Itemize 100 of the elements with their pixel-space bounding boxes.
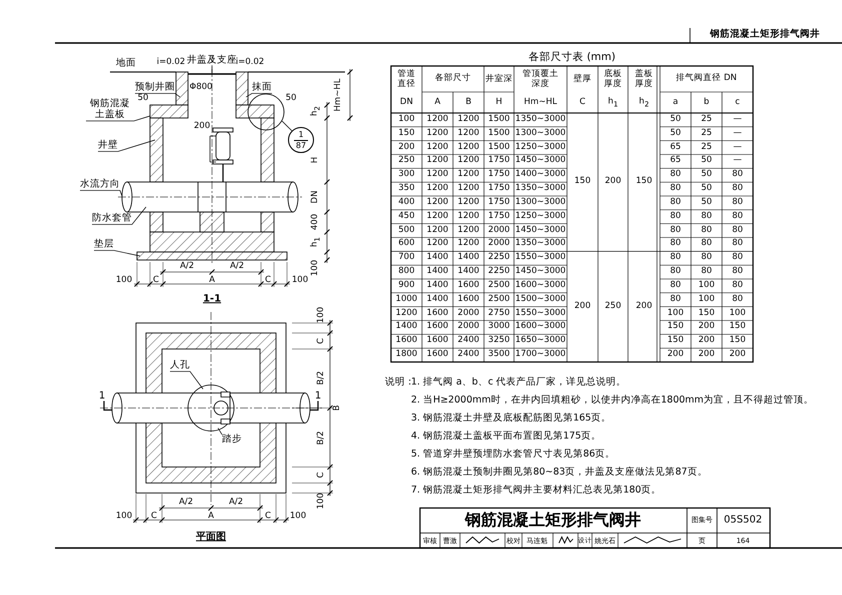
table-value: 2000: [458, 308, 480, 318]
column-header: c: [735, 98, 740, 108]
dimension-label: 100: [317, 492, 327, 510]
table-value: 1750: [488, 170, 510, 180]
table-value: 700: [398, 253, 415, 264]
table-value: 1200: [426, 128, 448, 139]
table-value: 1200: [426, 184, 448, 194]
table-value: 200: [729, 350, 746, 360]
table-value: 200: [398, 142, 415, 152]
dimension-label: 100: [311, 260, 321, 276]
table-value: 1400: [426, 294, 448, 305]
table-value: 1500: [488, 128, 510, 139]
table-value: 1400: [426, 267, 448, 277]
table-value: 80: [701, 267, 712, 277]
table-value: 2750: [488, 308, 510, 318]
table-value: 1200: [458, 212, 480, 222]
table-value: 1200: [426, 198, 448, 208]
table-value: 1200: [426, 115, 448, 125]
note-text: 1. 排气阀 a、b、c 代表产品厂家，详见总说明。: [411, 378, 626, 388]
table-value: 150: [729, 322, 746, 332]
table-value: 1600: [458, 281, 480, 291]
table-value: 80: [670, 212, 681, 222]
table-value: 80: [732, 281, 743, 291]
dimension-label: 50: [138, 94, 148, 104]
leader-line: [86, 116, 150, 122]
atlas-number: 05S502: [724, 514, 762, 526]
table-value: 100: [729, 308, 746, 318]
table-value: 600: [398, 240, 415, 250]
table-value: 80: [701, 253, 712, 264]
table-value: 80: [670, 294, 681, 305]
detail-number: 1: [297, 130, 305, 140]
dimension-label: A/2: [178, 498, 194, 508]
leader-line: [92, 206, 146, 225]
column-header: A: [434, 98, 440, 108]
table-value: 1600~3000: [515, 322, 566, 332]
table-value: 80: [732, 226, 743, 236]
table-value: 65: [670, 142, 681, 152]
table-value: 1200: [426, 226, 448, 236]
note-text: 5. 管道穿井壁预埋防水套管尺寸表见第86页。: [411, 450, 616, 460]
column-header: 各部尺寸: [434, 74, 472, 84]
callout-label: 钢筋混凝土盖板: [86, 99, 134, 121]
column-header: C: [580, 98, 586, 108]
callout-label: 抹面: [252, 82, 272, 94]
table-value: 1400: [458, 253, 480, 264]
table-value: 2500: [488, 281, 510, 291]
table-value: 100: [698, 281, 715, 291]
table-value: 1200: [458, 142, 480, 152]
callout-label: 踏步: [222, 434, 242, 446]
table-value: 1600: [426, 336, 448, 346]
leader-line: [218, 428, 222, 435]
table-value: 80: [732, 253, 743, 264]
table-value: 1600: [396, 336, 418, 346]
table-value: 80: [670, 281, 681, 291]
column-header: 排气阀直径 DN: [675, 74, 738, 84]
table-value: 1350~3000: [515, 115, 566, 125]
table-value: 25: [701, 142, 712, 152]
table-value: 1250~3000: [515, 142, 566, 152]
column-header: b: [704, 98, 710, 108]
table-value: 1200: [458, 128, 480, 139]
table-value: 1200: [426, 170, 448, 180]
table-value: 80: [732, 212, 743, 222]
table-value: 80: [701, 212, 712, 222]
table-value: 1200: [458, 170, 480, 180]
column-header: 壁厚: [572, 75, 592, 85]
table-value: 1600~3000: [515, 281, 566, 291]
dimension-label: H: [311, 156, 321, 164]
table-value: 50: [701, 198, 712, 208]
callout-label: 人孔: [170, 360, 190, 372]
table-value: 200: [698, 322, 715, 332]
table-value: 1550~3000: [515, 253, 566, 264]
note-text: 6. 钢筋混凝土预制井圈见第80~83页，井盖及支座做法见第87页。: [411, 468, 708, 478]
table-value: 2250: [488, 253, 510, 264]
table-value: 25: [701, 115, 712, 125]
dimension-label: DN: [311, 190, 321, 204]
column-header: a: [672, 98, 678, 108]
leader-line: [134, 93, 180, 98]
table-value: 50: [701, 156, 712, 166]
table-value: 80: [732, 198, 743, 208]
callout-label: 预制井圈: [135, 82, 175, 94]
table-value: 100: [667, 308, 684, 318]
dimension-label: B/2: [317, 430, 327, 446]
dimension-label: C: [317, 472, 327, 478]
table-value: 1600: [426, 322, 448, 332]
dimension-label: B/2: [317, 370, 327, 386]
note-text: 3. 钢筋混凝土井壁及底板配筋图见第165页。: [411, 414, 612, 424]
table-value: 300: [398, 170, 415, 180]
dimension-label: A: [208, 512, 214, 522]
callout-label: 井壁: [98, 140, 118, 152]
table-value: 1250~3000: [515, 212, 566, 222]
dimension-label: A/2: [230, 262, 244, 272]
column-header: Hm~HL: [524, 98, 557, 108]
table-value: 1300~3000: [515, 198, 566, 208]
table-value: 1450~3000: [515, 226, 566, 236]
table-value: 2000: [488, 240, 510, 250]
dimension-label: A: [209, 276, 215, 286]
table-value: 2250: [488, 267, 510, 277]
table-value: 200: [667, 350, 684, 360]
table-value: 250: [398, 156, 415, 166]
table-value: 1750: [488, 184, 510, 194]
column-header: 管顶覆土深度: [522, 70, 560, 90]
